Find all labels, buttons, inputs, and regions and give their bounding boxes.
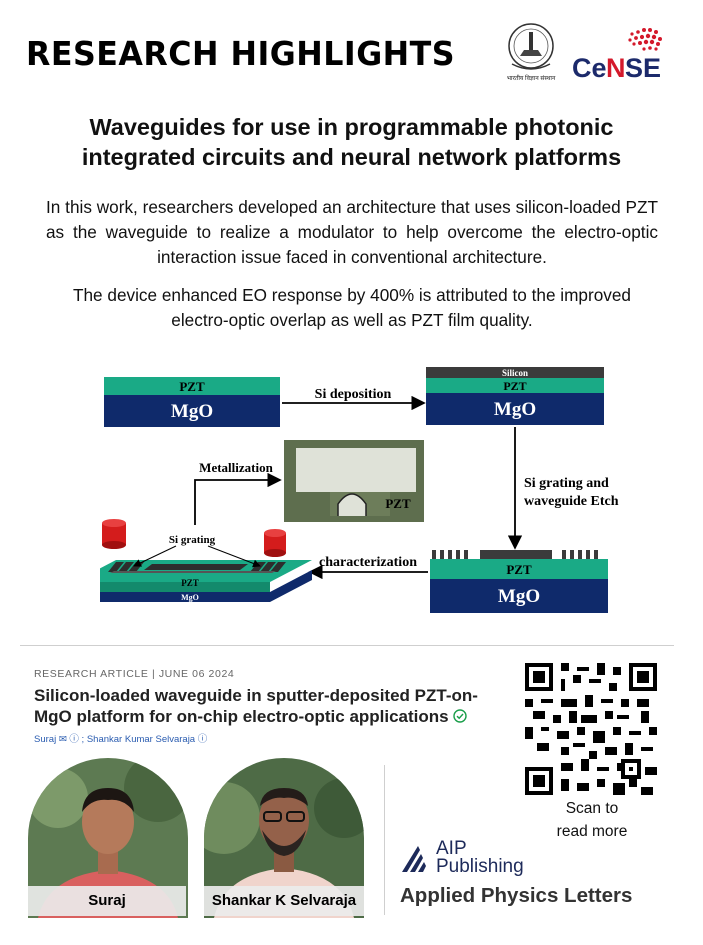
article-title-text: Silicon-loaded waveguide in sputter-depo… [34, 686, 478, 726]
qr-code-icon[interactable] [525, 663, 657, 795]
arrow-characterization-label: characterization [319, 555, 417, 570]
aip-wordmark-line-2: Publishing [436, 856, 524, 877]
svg-text:SE: SE [625, 53, 661, 83]
qr-caption: Scan to read more [540, 797, 644, 843]
svg-text:Ce: Ce [572, 53, 607, 83]
summary-paragraph-2: The device enhanced EO response by 400% … [73, 285, 631, 330]
step2-silicon-label: Silicon [502, 368, 528, 378]
step3-mgo-layer [430, 579, 608, 613]
step2-mgo-label: MgO [494, 399, 536, 420]
step2-pzt-label: PZT [503, 379, 526, 393]
section-divider [20, 645, 674, 646]
verified-check-icon [453, 707, 468, 728]
article-date: JUNE 06 2024 [158, 668, 235, 680]
step1-pzt-label: PZT [179, 379, 205, 394]
step1-pzt-layer [104, 377, 280, 395]
step3-pzt-layer [430, 559, 608, 579]
device-grating-label: Si grating [169, 534, 216, 546]
micrograph-pzt-label: PZT [385, 496, 411, 511]
author-name-suraj: Suraj [28, 886, 186, 916]
svg-text:N: N [606, 53, 626, 83]
step2-silicon-layer [426, 367, 604, 378]
article-meta-separator: | [151, 668, 156, 680]
aip-publishing-logo-icon [402, 846, 426, 872]
iisc-caption: भारतीय विज्ञान संस्थान [506, 76, 556, 82]
step3-mgo-label: MgO [498, 586, 540, 607]
arrow-grating-etch-label-2: waveguide Etch [524, 494, 619, 509]
left-fiber-probe [102, 519, 126, 549]
article-title: Silicon-loaded waveguide in sputter-depo… [34, 685, 504, 728]
arrow-si-deposition-label: Si deposition [315, 387, 392, 402]
metallization-micrograph: PZT [284, 440, 424, 522]
journal-name: Applied Physics Letters [400, 884, 633, 907]
article-authors[interactable]: Suraj ✉ ⓘ ; Shankar Kumar Selvaraja ⓘ [34, 734, 208, 745]
headline-line-1: Waveguides for use in programmable photo… [89, 114, 614, 140]
step2-mgo-layer [426, 393, 604, 425]
arrow-metallization [194, 472, 282, 525]
step1-mgo-label: MgO [171, 401, 213, 422]
step3-grating-teeth [432, 550, 598, 559]
arrow-grating-etch-label-1: Si grating and [524, 476, 609, 491]
right-fiber-probe [264, 529, 286, 557]
step2-pzt-layer [426, 378, 604, 393]
article-meta: RESEARCH ARTICLE | JUNE 06 2024 [34, 668, 234, 680]
author-name-shankar: Shankar K Selvaraja [204, 886, 364, 916]
qr-caption-line-1: Scan to [565, 800, 619, 817]
aip-publishing-wordmark: AIP Publishing [436, 838, 524, 877]
summary-paragraph-1: In this work, researchers developed an a… [46, 197, 658, 267]
step3-pzt-label: PZT [506, 562, 532, 577]
qr-caption-line-2: read more [556, 823, 628, 840]
headline-line-2: integrated circuits and neural network p… [81, 144, 622, 170]
aip-wordmark-line-1: AIP [436, 838, 467, 859]
device-pzt-label: PZT [181, 578, 199, 588]
vertical-divider [384, 765, 385, 915]
device-mgo-label: MgO [181, 593, 199, 602]
step1-mgo-layer [104, 395, 280, 427]
article-headline: Waveguides for use in programmable photo… [40, 112, 663, 172]
device-3d-illustration: PZT MgO [100, 560, 312, 602]
article-type: RESEARCH ARTICLE [34, 668, 149, 680]
cense-logo: Ce N SE [572, 28, 662, 83]
page-title: RESEARCH HIGHLIGHTS [26, 34, 456, 73]
arrow-metallization-label: Metallization [199, 460, 273, 475]
iisc-emblem-logo [508, 23, 554, 70]
fabrication-process-diagram: PZT MgO Si deposition Silicon PZT MgO Si… [100, 367, 619, 613]
